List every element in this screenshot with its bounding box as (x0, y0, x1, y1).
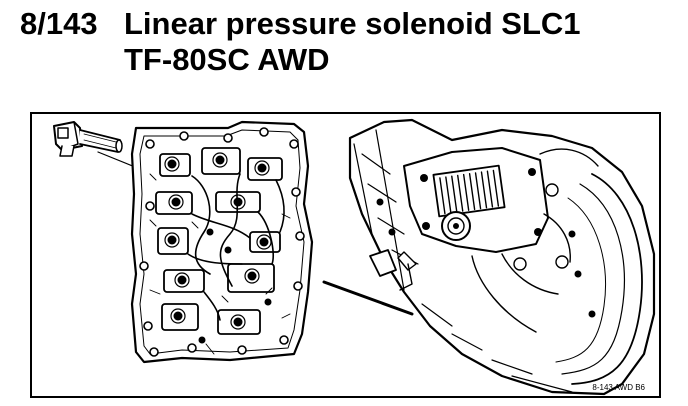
page-number: 8/143 (20, 6, 98, 41)
figure-code: 8-143 AWD B6 (592, 383, 645, 392)
transmission-drawing (322, 118, 656, 396)
valve-body-drawing (130, 120, 314, 364)
illustration-frame: 8-143 AWD B6 (30, 112, 661, 398)
solenoid-detail-drawing (53, 121, 193, 191)
solenoid-illustration (53, 118, 656, 396)
page-title: Linear pressure solenoid SLC1 (124, 6, 581, 41)
page-subtitle: TF-80SC AWD (124, 42, 330, 77)
